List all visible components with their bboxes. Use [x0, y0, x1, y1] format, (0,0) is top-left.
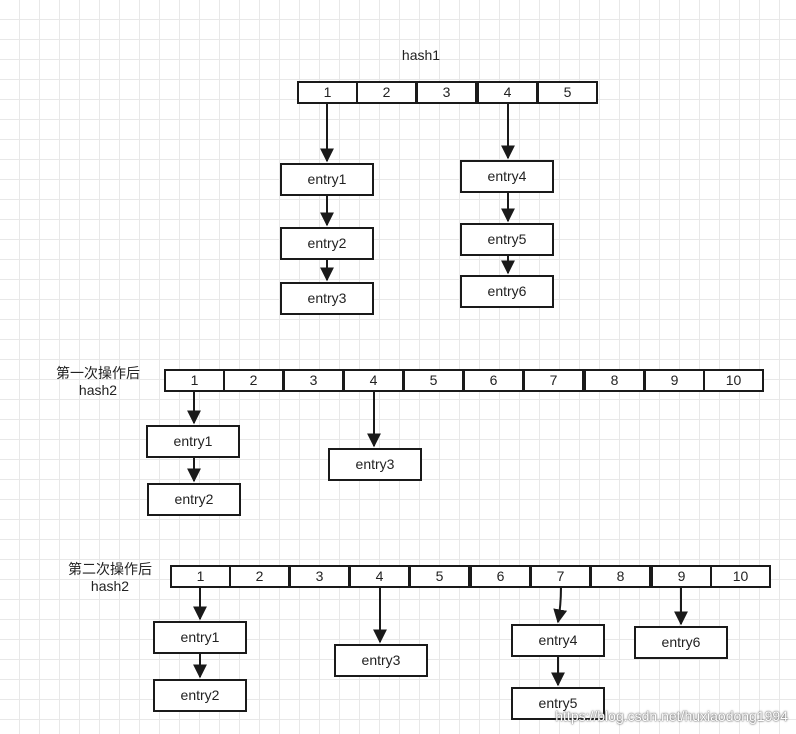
hash2-first-slot-1: 1 — [164, 369, 225, 392]
hash2-first-slot-7: 7 — [523, 369, 584, 392]
hash1-entry-box: entry4 — [460, 160, 554, 193]
hash2-second-slot-10: 10 — [710, 565, 771, 588]
watermark-text: https://blog.csdn.net/huxiaodong1994 — [555, 708, 788, 724]
hash2-second-slot-2: 2 — [229, 565, 290, 588]
hash2-second-slot-3: 3 — [289, 565, 350, 588]
hash2-second-entry-box: entry5 — [511, 687, 605, 720]
hash1-slot-3: 3 — [416, 81, 477, 104]
hash2-second-entry-box: entry4 — [511, 624, 605, 657]
hash2-second-slot-4: 4 — [349, 565, 410, 588]
hash2-first-slot-10: 10 — [703, 369, 764, 392]
hash1-entry-box: entry2 — [280, 227, 374, 260]
hash2-second-slot-1: 1 — [170, 565, 231, 588]
hash2-second-slot-7: 7 — [530, 565, 591, 588]
hash1-entry-box: entry3 — [280, 282, 374, 315]
hash2-first-title: hash2 — [78, 382, 118, 398]
hash1-entry-box: entry1 — [280, 163, 374, 196]
hash2-first-entry-box: entry2 — [147, 483, 241, 516]
hash2-second-slot-5: 5 — [409, 565, 470, 588]
hash1-slot-5: 5 — [537, 81, 598, 104]
hash1-slot-2: 2 — [356, 81, 417, 104]
hash1-entry-box: entry6 — [460, 275, 554, 308]
hash2-second-slot-8: 8 — [590, 565, 651, 588]
hash2-second-slot-9: 9 — [651, 565, 712, 588]
hash2-second-slot-6: 6 — [470, 565, 531, 588]
hash1-entry-box: entry5 — [460, 223, 554, 256]
arrow-hash2b-slot7-to-entry4 — [553, 587, 568, 624]
hash2-second-entry-box: entry6 — [634, 626, 728, 659]
hash2-first-caption: 第一次操作后 — [56, 365, 140, 381]
hash2-second-caption: 第二次操作后 — [68, 561, 152, 577]
hash2-first-slot-6: 6 — [463, 369, 524, 392]
hash2-first-slot-2: 2 — [223, 369, 284, 392]
hash2-first-slot-8: 8 — [584, 369, 645, 392]
hash2-second-entry-box: entry1 — [153, 621, 247, 654]
hash1-slot-4: 4 — [477, 81, 538, 104]
hash2-second-entry-box: entry2 — [153, 679, 247, 712]
hash2-first-slot-5: 5 — [403, 369, 464, 392]
hash2-first-slot-3: 3 — [283, 369, 344, 392]
hash2-first-entry-box: entry1 — [146, 425, 240, 458]
hash2-first-entry-box: entry3 — [328, 448, 422, 481]
hash2-second-title: hash2 — [90, 578, 130, 594]
hash2-first-slot-9: 9 — [644, 369, 705, 392]
hash2-second-entry-box: entry3 — [334, 644, 428, 677]
hash2-first-slot-4: 4 — [343, 369, 404, 392]
hash1-title: hash1 — [401, 47, 441, 63]
hash1-slot-1: 1 — [297, 81, 358, 104]
